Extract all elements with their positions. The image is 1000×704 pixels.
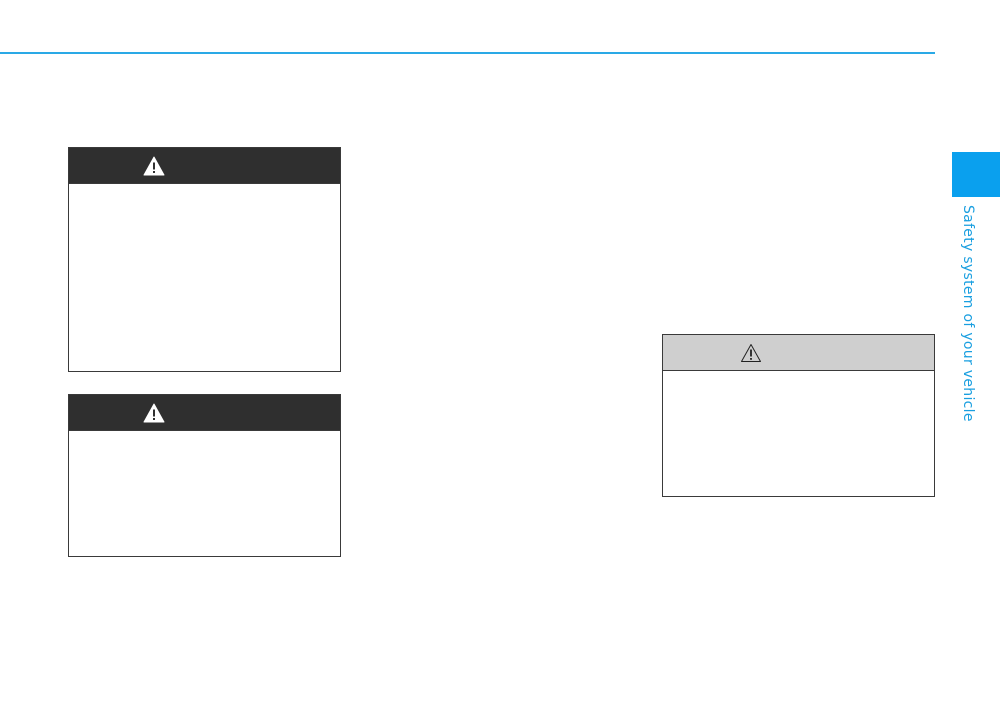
caution-icon [740, 343, 762, 363]
warning-icon [143, 403, 165, 423]
warning-box-2 [68, 394, 341, 557]
section-tab [952, 152, 1000, 197]
caution-box [662, 334, 935, 497]
header-rule [0, 52, 935, 54]
warning-icon [143, 156, 165, 176]
caution-box-header [663, 335, 934, 371]
warning-box-header [69, 395, 340, 431]
warning-box-1 [68, 147, 341, 372]
warning-box-header [69, 148, 340, 184]
section-tab-label: Safety system of your vehicle [960, 205, 976, 422]
